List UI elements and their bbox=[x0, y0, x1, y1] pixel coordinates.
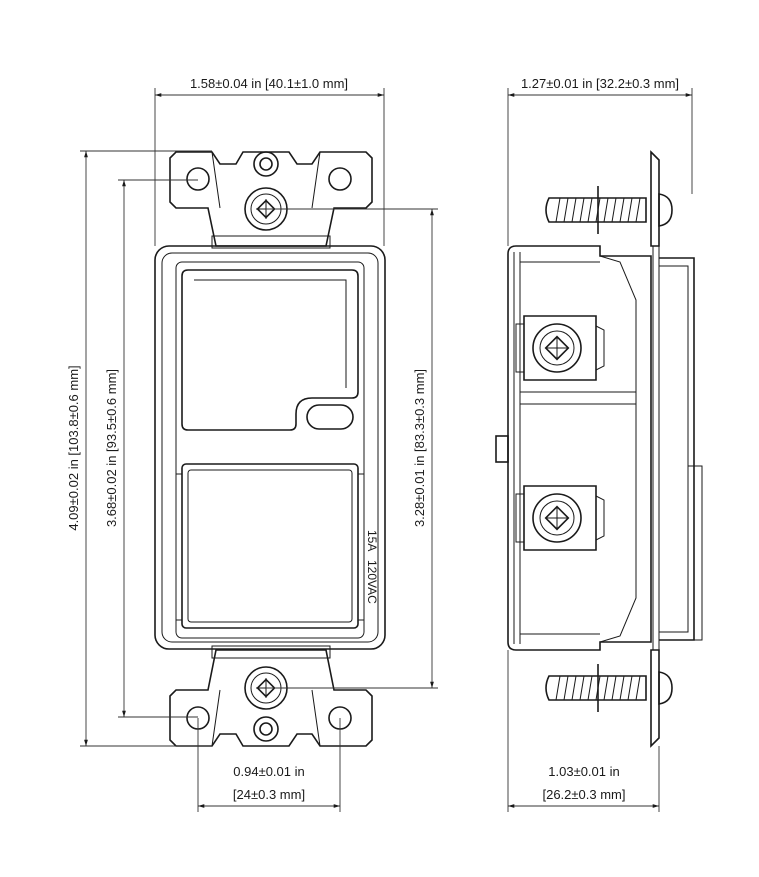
dim-mount-height-label: 3.68±0.02 in [93.5±0.6 mm] bbox=[104, 369, 119, 527]
device-body bbox=[154, 245, 386, 650]
dim-overall-height: 4.09±0.02 in [103.8±0.6 mm] bbox=[66, 150, 212, 747]
dim-body-depth: 1.03±0.01 in [26.2±0.3 mm] bbox=[507, 650, 660, 812]
indicator-led bbox=[306, 404, 354, 430]
side-view: 1.27±0.01 in [32.2±0.3 mm] 1.03±0.01 in … bbox=[495, 76, 703, 812]
side-bottom-screw bbox=[545, 664, 673, 712]
dim-mount-height: 3.68±0.02 in [93.5±0.6 mm] bbox=[104, 179, 198, 718]
top-mounting-strap bbox=[169, 151, 373, 249]
side-housing bbox=[495, 245, 703, 651]
dim-depth-label: 1.27±0.01 in [32.2±0.3 mm] bbox=[521, 76, 679, 91]
terminal-screw-bottom bbox=[515, 485, 605, 551]
dim-body-depth-label-1: 1.03±0.01 in bbox=[548, 764, 619, 779]
terminal-screw-top bbox=[515, 315, 605, 381]
dim-depth: 1.27±0.01 in [32.2±0.3 mm] bbox=[507, 76, 693, 246]
dim-width-label: 1.58±0.04 in [40.1±1.0 mm] bbox=[190, 76, 348, 91]
dim-hole-spacing: 0.94±0.01 in [24±0.3 mm] bbox=[197, 718, 341, 812]
lower-button bbox=[176, 463, 364, 629]
side-mounting-strap bbox=[650, 150, 660, 748]
dim-hole-spacing-label-1: 0.94±0.01 in bbox=[233, 764, 304, 779]
bottom-center-hole bbox=[259, 722, 273, 736]
bottom-mounting-strap bbox=[169, 645, 373, 747]
top-right-mount-hole bbox=[328, 167, 352, 191]
dim-width: 1.58±0.04 in [40.1±1.0 mm] bbox=[154, 76, 385, 246]
dim-overall-height-label: 4.09±0.02 in [103.8±0.6 mm] bbox=[66, 365, 81, 530]
rating-voltage: 120VAC bbox=[365, 560, 379, 604]
side-top-screw bbox=[545, 186, 673, 234]
upper-button bbox=[181, 269, 359, 431]
rating-current: 15A bbox=[365, 530, 379, 551]
front-view: 15A 120VAC 1.58±0.04 in [40.1±1.0 mm bbox=[66, 76, 438, 812]
dim-body-depth-label-2: [26.2±0.3 mm] bbox=[542, 787, 625, 802]
side-tab bbox=[495, 435, 509, 463]
top-left-mount-hole bbox=[186, 167, 210, 191]
dim-hole-spacing-label-2: [24±0.3 mm] bbox=[233, 787, 305, 802]
dim-screw-spacing: 3.28±0.01 in [83.3±0.3 mm] bbox=[266, 208, 438, 689]
dim-screw-spacing-label: 3.28±0.01 in [83.3±0.3 mm] bbox=[412, 369, 427, 527]
top-center-hole bbox=[259, 157, 273, 171]
